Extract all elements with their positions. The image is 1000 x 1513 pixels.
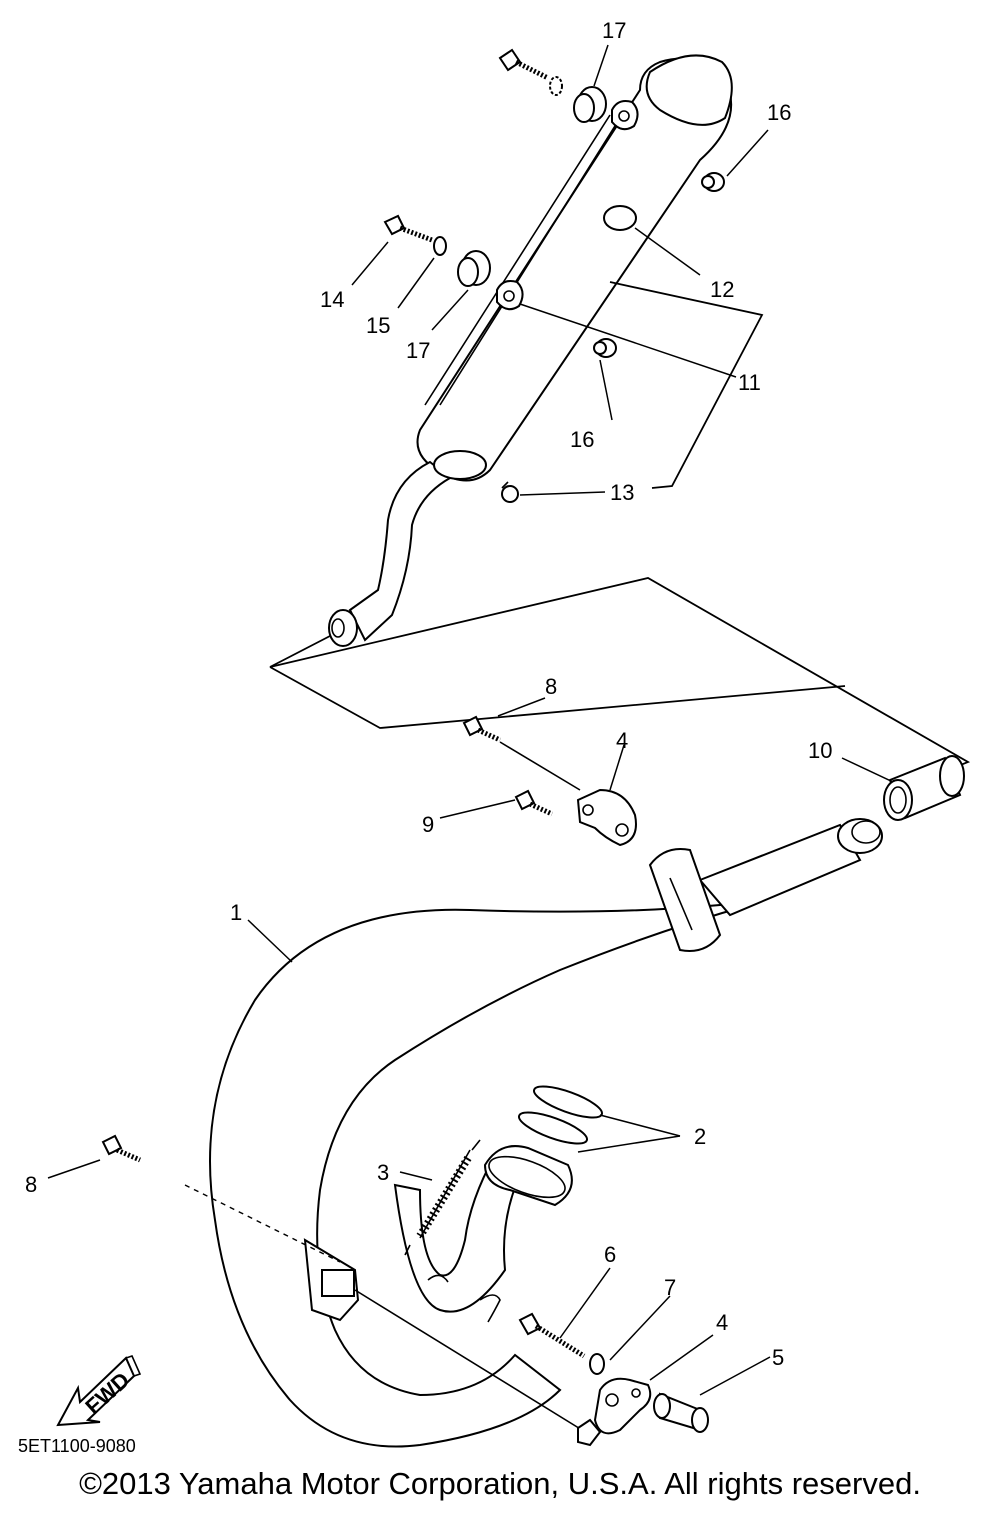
callout-8-lower: 8 xyxy=(25,1172,37,1197)
callout-17-upper: 17 xyxy=(602,18,626,43)
exhaust-tail-pipe xyxy=(698,823,862,917)
collar-10 xyxy=(883,755,965,821)
callout-11: 11 xyxy=(738,370,761,395)
diagram-code: 5ET1100-9080 xyxy=(18,1436,136,1456)
callout-16-lower: 16 xyxy=(570,427,594,452)
callout-4-upper: 4 xyxy=(616,728,628,753)
callout-1: 1 xyxy=(230,900,242,925)
washer-7 xyxy=(589,1353,605,1375)
bolt-8-lower xyxy=(101,1134,123,1156)
callout-4-lower: 4 xyxy=(716,1310,728,1335)
screw-13 xyxy=(501,485,519,503)
washer-15 xyxy=(433,236,447,256)
callout-14: 14 xyxy=(320,287,344,312)
bracket-4-lower xyxy=(593,1377,652,1435)
bolt-6 xyxy=(518,1312,542,1336)
washer-upper xyxy=(549,76,563,96)
silencer-mount-bracket-upper xyxy=(611,100,639,131)
pipe-mount-bracket xyxy=(648,848,722,952)
group-bracket-11 xyxy=(609,281,764,489)
spring-hook xyxy=(479,1294,501,1323)
callout-3: 3 xyxy=(377,1160,389,1185)
copyright-notice: ©2013 Yamaha Motor Corporation, U.S.A. A… xyxy=(79,1466,921,1501)
callout-12: 12 xyxy=(710,277,734,302)
tail-pipe-end xyxy=(837,818,883,854)
gasket-2-upper xyxy=(532,1085,604,1119)
upper-hardware xyxy=(383,48,725,503)
silencer-mount-hole-lower xyxy=(503,290,515,302)
callout-7: 7 xyxy=(664,1275,676,1300)
alignment-dashed-line xyxy=(184,1184,341,1263)
callout-2: 2 xyxy=(694,1124,706,1149)
callout-13: 13 xyxy=(610,480,634,505)
callout-15: 15 xyxy=(366,313,390,338)
fwd-arrow-icon: FWD xyxy=(56,1355,142,1427)
callout-labels: 1 2 3 4 4 5 6 7 8 8 9 10 11 12 13 14 15 … xyxy=(25,18,832,1370)
silencer-inlet-bore xyxy=(331,618,345,638)
silencer-outlet xyxy=(433,450,487,480)
lower-hardware xyxy=(101,1134,709,1447)
callout-8-upper: 8 xyxy=(545,674,557,699)
silencer-inlet-pipe xyxy=(348,460,452,642)
gasket-2-lower xyxy=(517,1111,589,1145)
bolt-9 xyxy=(514,789,536,811)
callout-5: 5 xyxy=(772,1345,784,1370)
bracket-4-upper xyxy=(576,788,637,847)
silencer-assembly xyxy=(328,54,733,647)
silencer-mount-rail xyxy=(424,109,626,406)
callout-6: 6 xyxy=(604,1242,616,1267)
exhaust-flange xyxy=(483,1145,573,1207)
callout-16-upper: 16 xyxy=(767,100,791,125)
silencer-inlet-mouth xyxy=(328,609,358,647)
exhaust-pipe xyxy=(209,904,751,1448)
leader-lines xyxy=(47,44,894,1396)
callout-9: 9 xyxy=(422,812,434,837)
exhaust-pipe-assembly xyxy=(209,818,883,1448)
bolt-upper xyxy=(498,48,522,72)
bolt-14 xyxy=(383,214,406,236)
bolt-8-upper xyxy=(462,715,484,737)
callout-17-lower: 17 xyxy=(406,338,430,363)
silencer-mount-hole-upper xyxy=(618,110,630,122)
upper-bracket-group xyxy=(462,715,637,847)
silencer-mount-bracket-lower xyxy=(496,280,524,311)
callout-10: 10 xyxy=(808,738,832,763)
nut xyxy=(577,1418,602,1447)
silencer-end-cap xyxy=(645,54,733,126)
damper-plate xyxy=(603,205,637,231)
